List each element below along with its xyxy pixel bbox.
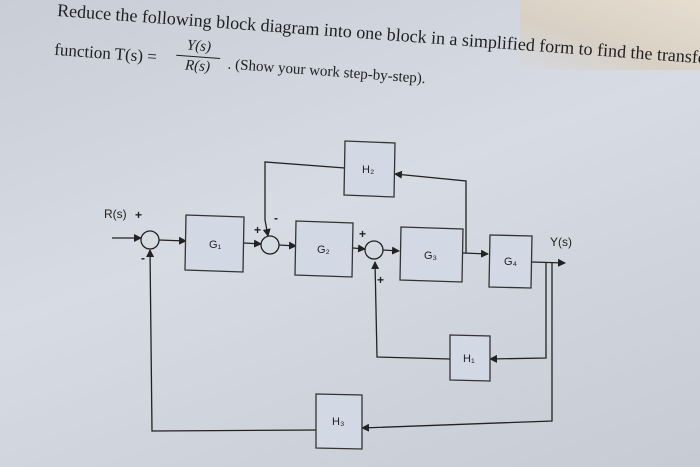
summing-junction-1 bbox=[140, 230, 160, 250]
output-arrow bbox=[531, 258, 566, 267]
h2-feedback-out bbox=[262, 161, 346, 237]
label-h1: H₁ bbox=[463, 353, 475, 365]
block-h2 bbox=[343, 140, 396, 198]
g3-to-g4 bbox=[462, 249, 489, 258]
sj2-to-g2 bbox=[278, 241, 297, 250]
g2-to-sj3 bbox=[352, 244, 366, 253]
sj1-to-g1 bbox=[158, 236, 187, 245]
sign-sj1-input: + bbox=[135, 208, 142, 222]
label-g3: G₃ bbox=[424, 250, 437, 262]
sign-sj2-input: + bbox=[254, 223, 261, 237]
summing-junction-2 bbox=[260, 235, 280, 255]
h3-feedback-out bbox=[146, 249, 317, 432]
label-h2: H₂ bbox=[362, 164, 374, 176]
block-g2 bbox=[294, 220, 354, 278]
block-h1 bbox=[449, 334, 491, 382]
summing-junction-3 bbox=[364, 240, 384, 260]
background-corner bbox=[520, 0, 700, 70]
sign-sj2-feedback: - bbox=[274, 211, 278, 225]
h1-feedback-out bbox=[371, 261, 451, 360]
block-g3 bbox=[399, 226, 464, 283]
label-h3: H₃ bbox=[332, 416, 344, 428]
h2-feedback-in bbox=[394, 170, 467, 253]
block-h3 bbox=[315, 393, 363, 450]
g1-to-sj2 bbox=[243, 239, 262, 248]
label-g2: G₂ bbox=[317, 244, 330, 256]
label-g1: G₁ bbox=[209, 239, 222, 251]
sign-sj3-input: + bbox=[359, 227, 366, 241]
h1-feedback-in bbox=[489, 262, 547, 363]
h3-feedback-in bbox=[361, 262, 553, 432]
block-g1 bbox=[184, 214, 245, 273]
sign-sj1-feedback: - bbox=[141, 251, 145, 265]
input-label-rs: R(s) bbox=[104, 207, 127, 221]
label-g4: G₄ bbox=[504, 256, 518, 268]
output-label-ys: Y(s) bbox=[550, 235, 572, 249]
block-g4 bbox=[488, 234, 533, 289]
sj3-to-g3 bbox=[382, 246, 400, 255]
sign-sj3-feedback: + bbox=[377, 273, 384, 287]
